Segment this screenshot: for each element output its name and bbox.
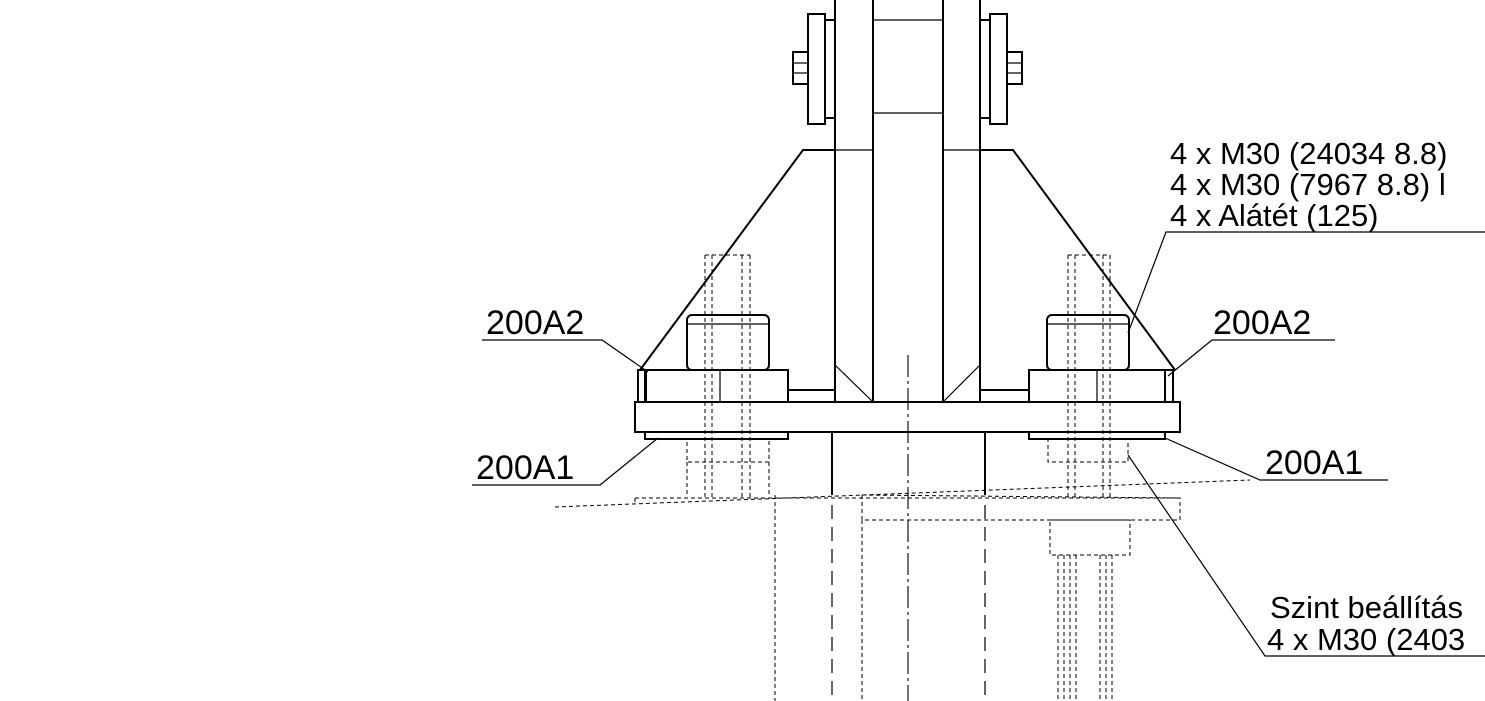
foundation-hidden: [554, 432, 1251, 701]
left-pin: [792, 13, 836, 125]
label-left-200A1: 200A1: [476, 449, 574, 487]
spec-top-line1: 4 x M30 (24034 8.8): [1170, 136, 1447, 171]
spec-bottom-line2: 4 x M30 (2403: [1267, 622, 1465, 657]
spec-top-line2: 4 x M30 (7967 8.8) l: [1170, 167, 1446, 202]
upper-column: [834, 0, 981, 402]
left-gusset: [639, 149, 874, 403]
right-pin: [979, 13, 1023, 125]
leader-lines: [472, 231, 1485, 657]
left-bolt-group: [637, 254, 789, 500]
right-bolt-group: [1028, 254, 1174, 500]
spec-bottom-line1: Szint beállítás: [1270, 590, 1463, 625]
spec-top-line3: 4 x Alátét (125): [1170, 198, 1379, 233]
right-gusset: [942, 149, 1176, 403]
label-right-200A1: 200A1: [1265, 444, 1363, 482]
label-left-200A2: 200A2: [486, 304, 584, 342]
label-right-200A2: 200A2: [1213, 304, 1311, 342]
